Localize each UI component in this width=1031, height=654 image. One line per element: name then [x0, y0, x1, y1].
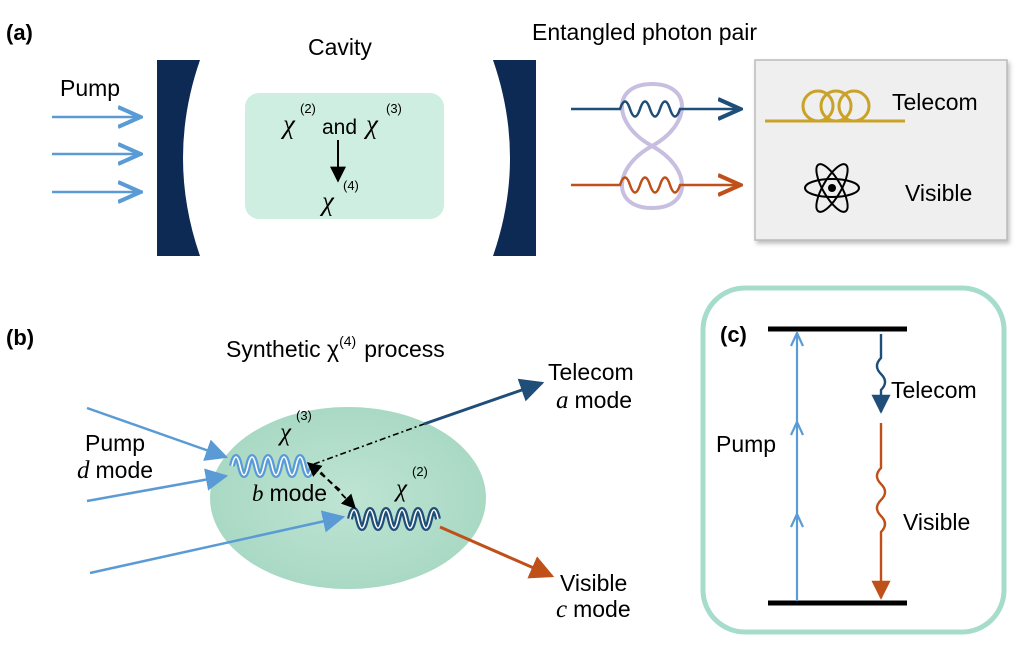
chi-symbol: χ: [363, 109, 379, 139]
telecom-label-c: Telecom: [891, 377, 977, 403]
chi2-order-b: (2): [412, 464, 428, 479]
pump-arrowhead: [790, 511, 804, 528]
left-mirror: [157, 60, 200, 256]
process-prefix: Synthetic χ: [226, 336, 339, 362]
chi3-order-b: (3): [296, 408, 312, 423]
and-text: and: [322, 116, 357, 139]
process-title: Synthetic χ(4) process: [226, 333, 445, 362]
visible-photon: [571, 178, 738, 193]
pump-arrowhead: [790, 330, 804, 347]
chi3-order: (3): [386, 101, 402, 116]
atom-icon: [804, 163, 860, 213]
pump-label-c: Pump: [716, 431, 776, 457]
pump-arrow: [86, 468, 229, 503]
pump-label-a: Pump: [60, 75, 120, 101]
chi-symbol: χ: [280, 109, 296, 139]
panel-b-label: (b): [6, 325, 34, 350]
chi2-order: (2): [300, 101, 316, 116]
entangled-pair-label: Entangled photon pair: [532, 19, 757, 45]
nonlinear-medium-box: [245, 93, 444, 219]
chi-symbol: χ: [319, 186, 335, 216]
pump-label-b: Pump: [85, 430, 145, 456]
process-order: (4): [339, 333, 356, 349]
pump-arrow: [86, 406, 229, 461]
energy-level-frame: [700, 285, 1007, 635]
pump-arrowhead: [790, 419, 804, 436]
process-suffix: process: [364, 336, 445, 362]
telecom-emission: [871, 334, 891, 414]
telecom-label-b: Telecom: [548, 359, 634, 385]
panel-c-label: (c): [720, 322, 747, 347]
right-mirror: [493, 60, 536, 256]
visible-label-c: Visible: [903, 509, 970, 535]
visible-label-b: Visible: [560, 570, 627, 596]
telecom-photon: [571, 102, 738, 117]
visible-emission: [871, 423, 891, 600]
chi4-order: (4): [343, 178, 359, 193]
entanglement-loop: [620, 81, 684, 211]
fiber-coil-icon: [765, 89, 905, 123]
cavity-label: Cavity: [308, 34, 372, 60]
chi-symbol: χ: [278, 419, 292, 446]
chi-symbol: χ: [394, 475, 408, 502]
visible-label-a: Visible: [905, 180, 972, 206]
telecom-label-a: Telecom: [892, 89, 978, 115]
telecom-output-arrow: [423, 378, 545, 426]
visible-output-arrow: [439, 525, 555, 579]
pump-arrow: [89, 510, 346, 575]
panel-a-label: (a): [6, 20, 33, 45]
telecom-path-dashed: [313, 423, 425, 465]
applications-box: [754, 59, 1008, 241]
